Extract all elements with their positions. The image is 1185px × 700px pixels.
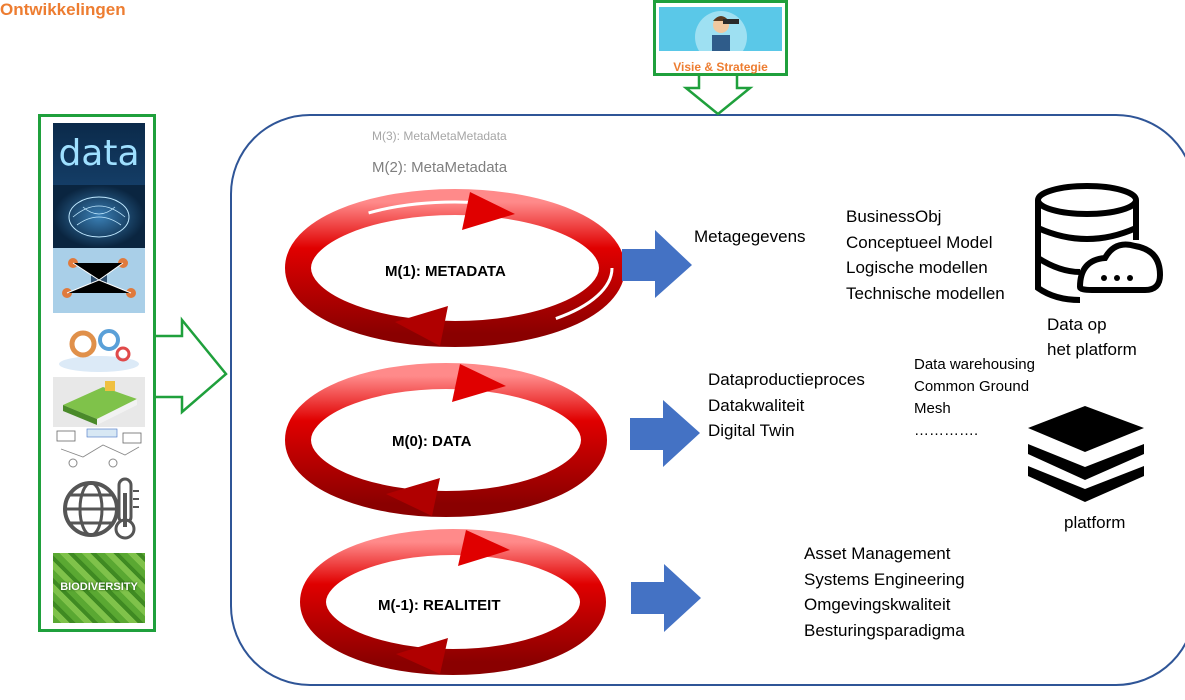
list-item: Omgevingskwaliteit bbox=[804, 595, 951, 614]
data-text: data bbox=[58, 133, 140, 174]
data-platform-line: Data op bbox=[1047, 315, 1107, 334]
list-item: Common Ground bbox=[914, 378, 1030, 395]
list-item: Systems Engineering bbox=[804, 569, 965, 589]
common-ground-sketch-image bbox=[53, 427, 145, 471]
list-item: Asset Management bbox=[804, 544, 951, 563]
list-item: Besturingsparadigma bbox=[804, 620, 965, 640]
reality-items-list: Asset Management Systems Engineering Omg… bbox=[804, 541, 965, 643]
data-text-image: data bbox=[53, 123, 145, 185]
arrow-data bbox=[630, 400, 700, 467]
cycle-data-ring bbox=[285, 363, 607, 517]
arrow-reality bbox=[631, 564, 701, 632]
list-item: Dataproductieproces bbox=[708, 370, 865, 389]
cloud-dots bbox=[1101, 275, 1133, 281]
developments-title: Ontwikkelingen bbox=[0, 0, 126, 19]
list-item: Data warehousing bbox=[914, 356, 1035, 373]
list-item: Technische modellen bbox=[846, 283, 1005, 303]
developments-panel: data bbox=[38, 114, 156, 632]
green-book-image bbox=[53, 377, 145, 427]
cycle-metadata-ring bbox=[285, 189, 625, 347]
database-cloud-icon bbox=[1035, 183, 1164, 303]
platform-label: platform bbox=[1064, 513, 1126, 532]
globe-thermometer-icon bbox=[53, 473, 145, 543]
data-items-list: Dataproductieproces Datakwaliteit Digita… bbox=[708, 367, 865, 444]
cycle-metadata-label: M(1): METADATA bbox=[385, 263, 506, 280]
gears-teamwork-image bbox=[53, 316, 145, 374]
list-item: Conceptueel Model bbox=[846, 232, 993, 252]
biodiversity-text: BIODIVERSITY bbox=[60, 581, 138, 593]
metagegevens-label: Metagegevens bbox=[694, 227, 806, 246]
vision-arrow bbox=[682, 76, 754, 116]
brain-network-image bbox=[53, 185, 145, 248]
list-item: Logische modellen bbox=[846, 258, 988, 277]
level-m3-label: M(3): MetaMetaMetadata bbox=[372, 129, 507, 143]
cycle-reality-label: M(-1): REALITEIT bbox=[378, 597, 501, 614]
cycle-reality-ring bbox=[300, 529, 606, 675]
connected-people-image bbox=[53, 248, 145, 313]
platform-layers-icon bbox=[1028, 406, 1144, 502]
metadata-models-list: BusinessObj Conceptueel Model Logische m… bbox=[846, 204, 1005, 306]
list-item: Digital Twin bbox=[708, 421, 795, 440]
list-item: …………. bbox=[914, 422, 979, 439]
main-frame bbox=[230, 114, 1185, 686]
biodiversity-image: BIODIVERSITY bbox=[53, 553, 145, 623]
developments-arrow bbox=[156, 316, 228, 415]
arrow-metadata bbox=[622, 230, 692, 298]
list-item: BusinessObj bbox=[846, 207, 942, 226]
level-m2-label: M(2): MetaMetadata bbox=[372, 159, 508, 176]
cycle-data-label: M(0): DATA bbox=[392, 433, 472, 450]
platform-items-list: Data warehousing Common Ground Mesh …………… bbox=[914, 354, 1035, 442]
vision-strategy-label: Visie & Strategie bbox=[673, 60, 768, 74]
data-platform-label: Data op het platform bbox=[1047, 312, 1137, 362]
list-item: Datakwaliteit bbox=[708, 395, 805, 415]
vision-strategy-box: Visie & Strategie bbox=[653, 0, 788, 76]
data-platform-line: het platform bbox=[1047, 340, 1137, 359]
list-item: Mesh bbox=[914, 400, 951, 417]
person-telescope-image bbox=[659, 7, 782, 51]
